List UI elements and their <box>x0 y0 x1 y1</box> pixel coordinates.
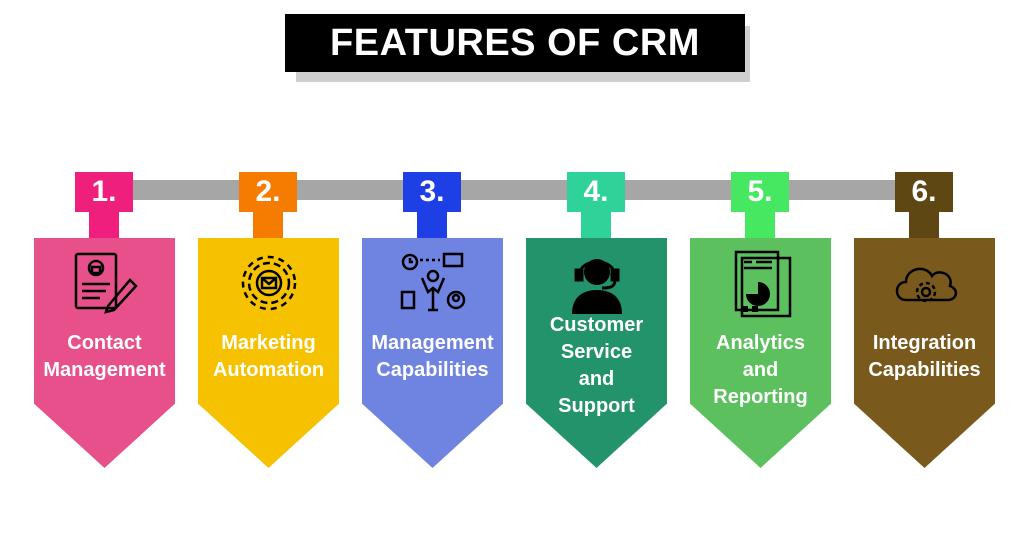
feature-stem-6 <box>909 210 939 240</box>
feature-stem-3 <box>417 210 447 240</box>
page-title: FEATURES OF CRM <box>285 14 745 72</box>
management-icon <box>400 252 466 312</box>
feature-number-5: 5. <box>731 172 789 212</box>
feature-number-4: 4. <box>567 172 625 212</box>
feature-label-5-line1: Analytics <box>716 332 805 354</box>
feature-label-4-line4: Support <box>558 395 635 417</box>
feature-card-contact-management: Contact Management <box>34 238 175 468</box>
contact-document-icon <box>74 252 138 314</box>
feature-card-marketing-automation: Marketing Automation <box>198 238 339 468</box>
feature-label-6-line2: Capabilities <box>868 359 981 381</box>
feature-card-management-capabilities: Management Capabilities <box>362 238 503 468</box>
feature-number-6: 6. <box>895 172 953 212</box>
feature-label-4-line3: and <box>578 368 615 390</box>
gear-mail-icon <box>241 255 297 311</box>
cloud-gear-icon <box>895 267 958 303</box>
feature-label-1-line2: Management <box>43 359 166 381</box>
analytics-report-icon <box>734 250 792 318</box>
feature-stem-1 <box>89 210 119 240</box>
feature-card-analytics-and-reporting: Analytics and Reporting <box>690 238 831 468</box>
feature-label-4-line2: Service <box>560 341 633 363</box>
feature-stem-4 <box>581 210 611 240</box>
feature-stem-5 <box>745 210 775 240</box>
feature-label-3-line1: Management <box>371 332 494 354</box>
headset-icon <box>572 259 622 314</box>
feature-label-6-line1: Integration <box>872 332 977 354</box>
feature-label-5-line3: Reporting <box>713 386 808 408</box>
feature-label-2-line1: Marketing <box>221 332 316 354</box>
feature-label-4-line1: Customer <box>549 314 644 336</box>
feature-label-1-line1: Contact <box>67 332 142 354</box>
feature-card-integration-capabilities: Integration Capabilities <box>854 238 995 468</box>
feature-number-3: 3. <box>403 172 461 212</box>
feature-label-5-line2: and <box>742 359 779 381</box>
connector-bar <box>110 180 930 200</box>
feature-label-3-line2: Capabilities <box>376 359 489 381</box>
feature-number-2: 2. <box>239 172 297 212</box>
feature-number-1: 1. <box>75 172 133 212</box>
feature-label-2-line2: Automation <box>212 359 325 381</box>
feature-card-customer-service-and-support: Customer Service and Support <box>526 238 667 468</box>
feature-stem-2 <box>253 210 283 240</box>
